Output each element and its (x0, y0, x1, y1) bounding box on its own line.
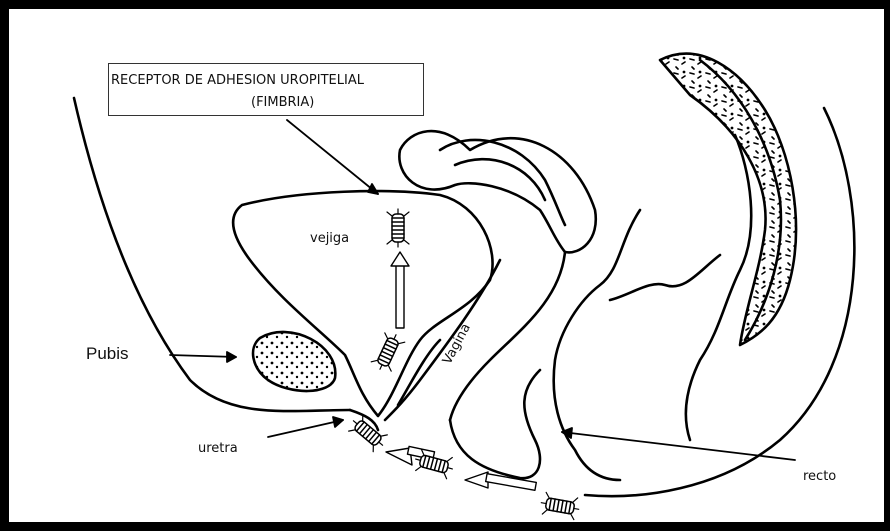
bacterium-neck (370, 330, 406, 374)
bacterium-anus (539, 492, 580, 520)
urethra-line-back (398, 340, 440, 405)
callout-line-2: (FIMBRIA) (251, 95, 314, 110)
callout-arrow (287, 120, 378, 194)
label-recto: recto (803, 469, 836, 484)
body-outline-back (585, 108, 854, 496)
callout-line-1: RECEPTOR DE ADHESION UROPITELIAL (111, 73, 364, 88)
uretra-arrow (268, 420, 343, 437)
fimbria-callout-box: RECEPTOR DE ADHESION UROPITELIAL (FIMBRI… (108, 63, 424, 116)
uterus-outer (399, 131, 595, 252)
rectum-outline-back (686, 135, 751, 440)
pubic-bone (253, 332, 335, 391)
bacterium-bladder (387, 209, 409, 247)
label-vejiga: vejiga (310, 231, 349, 246)
uterus-inner (440, 140, 565, 225)
label-uretra: uretra (198, 441, 238, 456)
perineal-body (450, 370, 540, 478)
recto-arrow (562, 432, 795, 460)
uterus-inner-2 (455, 159, 545, 200)
migration-path (386, 252, 536, 490)
rectum-folds (610, 255, 720, 300)
label-pubis: Pubis (86, 344, 129, 364)
